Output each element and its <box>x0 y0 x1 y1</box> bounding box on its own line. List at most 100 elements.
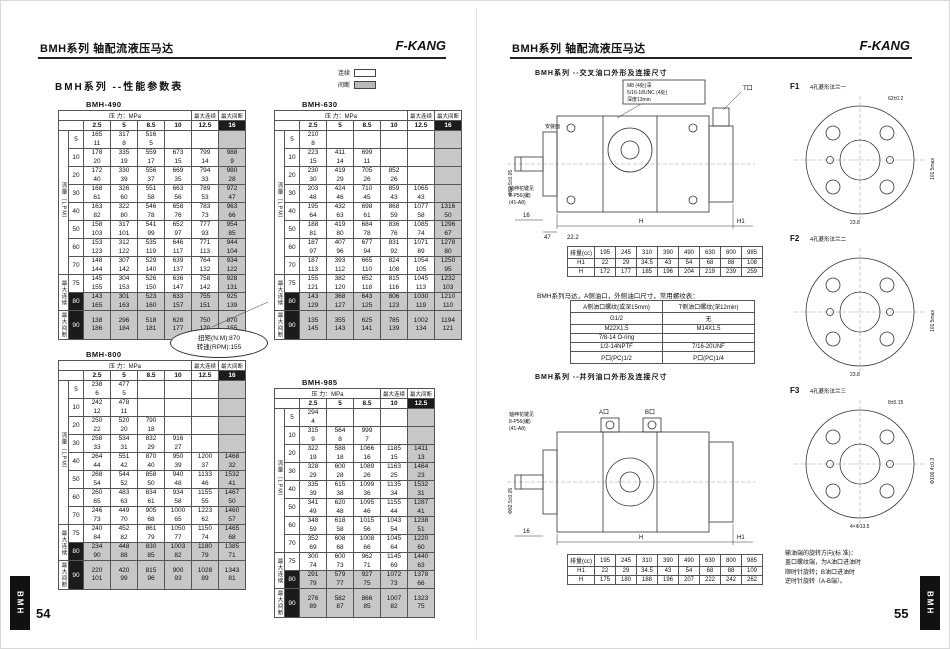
table-title-bmh490: BMH-490 <box>86 100 122 109</box>
table-cell: 175 <box>594 575 616 585</box>
table-cell: 20 <box>284 166 300 185</box>
table-cell: 70 <box>284 534 300 553</box>
table-cell: 7/16-20UNF <box>662 342 755 352</box>
flange-f2-dim-bottom: 23.8 <box>850 372 860 378</box>
flange-f1-dim-bottom: 23.8 <box>850 220 860 226</box>
table-cell: 60 <box>284 238 300 257</box>
table-cell: 30 <box>284 462 300 481</box>
table-cell: 30 <box>284 184 300 203</box>
table-cell: 390 <box>657 246 679 259</box>
table-cell: 1/2-14NPTF <box>570 342 663 352</box>
data-cell <box>164 380 192 399</box>
data-cell <box>407 166 435 185</box>
flange-f1-label: F1 <box>790 82 800 91</box>
data-cell <box>407 426 435 445</box>
table-cell: 最大连续 <box>58 274 69 311</box>
table-cell: 390 <box>657 554 679 567</box>
table-cell: 最大间断 <box>274 588 285 618</box>
table-cell: 10 <box>380 120 408 131</box>
table-cell: 12.5 <box>191 370 219 381</box>
dim-222-label: 22.2 <box>567 235 579 240</box>
table-cell: 8.5 <box>353 120 381 131</box>
table-cell: H1 <box>567 258 595 268</box>
table-cell: 985 <box>741 554 763 567</box>
callout-torque: 扭矩(N.M):870 <box>198 335 240 342</box>
flange-f3-label: F3 <box>790 386 800 395</box>
shaft-note-1b: 轴伸花键见 <box>509 411 534 418</box>
table-cell: 最大间断 <box>218 110 246 121</box>
dim-16-label-2: 16 <box>523 529 530 535</box>
flange-view-f3: F3 4孔菱形法兰三 8±0.15 Φ106.4±0.3 4×Φ13.5 <box>790 386 936 530</box>
flange-f3-dim-side: Φ106.4±0.3 <box>930 458 936 484</box>
table-cell: 195 <box>594 246 616 259</box>
table-cell: 70 <box>68 256 84 275</box>
table-cell: 239 <box>720 267 742 277</box>
table-cell: 50 <box>284 220 300 239</box>
left-brand-logo: F-KANG <box>395 38 446 53</box>
flange-f1-dim-side: 101.5max <box>930 158 936 180</box>
table-cell: P口(PC)1/4 <box>662 351 755 364</box>
table-cell: 490 <box>678 246 700 259</box>
table-cell: 68 <box>699 258 721 268</box>
b-port-label: B口 <box>645 409 655 416</box>
motor-drawing-cross-ports: M8 (4处)深 5/16-18UNC (4处) 深度13min T口 安装面 … <box>507 79 755 240</box>
legend-continuous-swatch <box>354 68 377 77</box>
table-cell: 109 <box>741 566 763 576</box>
data-cell <box>191 398 219 417</box>
shaft-note-3b: (41-A8) <box>509 426 526 432</box>
table-cell: 5 <box>110 370 138 381</box>
data-cell <box>407 148 435 167</box>
